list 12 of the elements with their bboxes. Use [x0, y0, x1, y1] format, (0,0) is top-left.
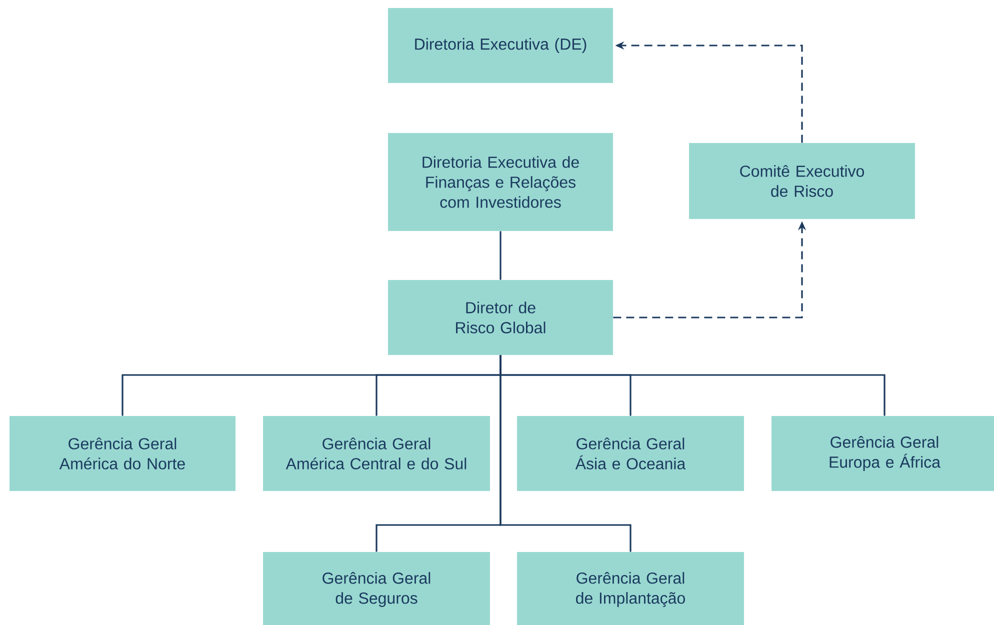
org-box: Gerência Geral América Central e do Sul — [263, 416, 490, 491]
org-box: Gerência Geral Ásia e Oceania — [517, 416, 744, 491]
org-box: Diretoria Executiva de Finanças e Relações com Investidores — [388, 133, 613, 231]
org-box: Gerência Geral América do Norte — [10, 416, 236, 491]
org-box: Comitê Executivo de Risco — [689, 143, 915, 219]
org-box: Diretoria Executiva (DE) — [388, 8, 613, 83]
connector — [500, 231, 502, 280]
org-box: Diretor de Risco Global — [388, 280, 613, 355]
org-box: Gerência Geral Europa e África — [772, 416, 994, 491]
org-box: Gerência Geral de Seguros — [263, 552, 490, 625]
connector — [500, 355, 632, 552]
org-box: Gerência Geral de Implantação — [517, 552, 744, 625]
